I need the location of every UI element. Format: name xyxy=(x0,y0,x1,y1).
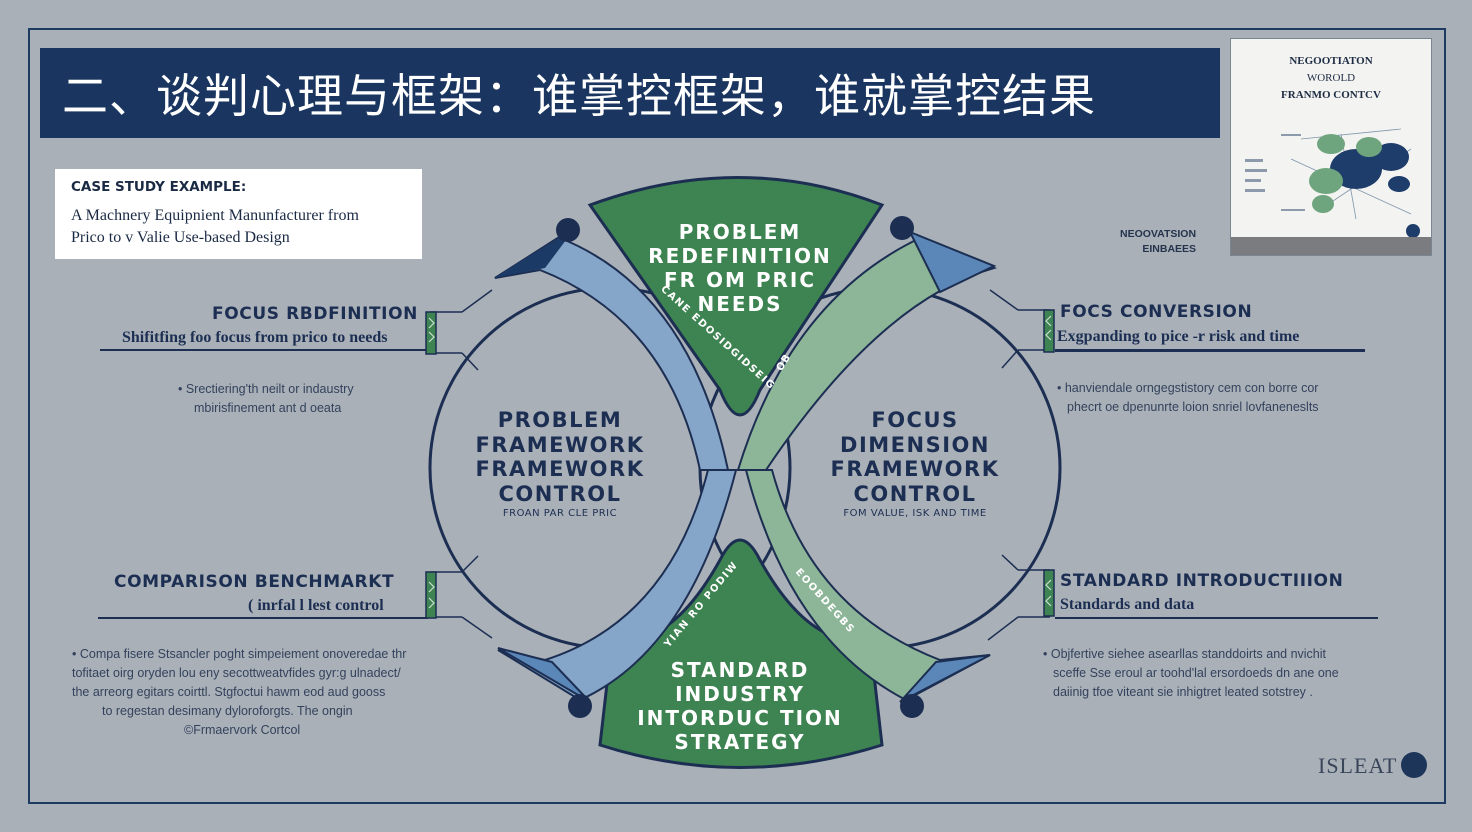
left-bottom-subtitle: ( inrfal l lest control xyxy=(248,597,384,614)
right-bottom-body-line-3: daiinig tfoe viteant sie inhigtret leate… xyxy=(1053,685,1313,699)
top-segment-line-4: NEEDS xyxy=(697,292,783,316)
slide-title: 二、谈判心理与框架：谁掌控框架，谁就掌控结果 xyxy=(40,48,1220,138)
bottom-segment-line-1: STANDARD xyxy=(670,658,810,682)
case-study-line-1: A Machnery Equipnient Manunfacturer from xyxy=(71,207,359,224)
bracket-markers xyxy=(425,309,1055,619)
lower-left-arrow-band xyxy=(497,469,738,703)
left-top-subtitle: Shifitfing foo focus from prico to needs xyxy=(122,329,388,346)
top-segment-label: PROBLEM REDEFINITION FR OM PRIC NEEDS xyxy=(610,220,870,316)
brand-logo-mark xyxy=(1401,752,1427,778)
right-bottom-body-line-2: sceffe Sse eroul ar toohd'lal ersordoeds… xyxy=(1053,666,1339,680)
thumbnail-illustration xyxy=(1245,128,1420,238)
case-study-box: CASE STUDY EXAMPLE: A Machnery Equipnien… xyxy=(55,169,422,259)
left-bottom-body-line-4: to regestan desimany dyloroforgts. The o… xyxy=(102,704,353,718)
case-study-heading: CASE STUDY EXAMPLE: xyxy=(71,179,247,195)
center-right-caption: FOM VALUE, ISK AND TIME xyxy=(843,508,987,519)
center-left-line-2: FRAMEWORK xyxy=(475,432,645,457)
left-top-body-line-1: • Srectiering'th neilt or indaustry xyxy=(178,382,354,396)
right-top-body: • hanviendale orngegstistory cem con bor… xyxy=(1057,379,1319,417)
top-segment-line-3: FR OM PRIC xyxy=(663,268,817,292)
center-right-line-1: FOCUS xyxy=(871,408,959,432)
top-segment-line-2: REDEFINITION xyxy=(648,244,832,268)
right-top-body-line-2: phecrt oe dpenunrte loion snriel lovfane… xyxy=(1067,400,1319,414)
center-right-label: FOCUS DIMENSION FRAMEWORK CONTROL FOM VA… xyxy=(800,408,1030,519)
center-left-caption: FROAN PAR CLE PRIC xyxy=(502,508,618,519)
left-top-body-line-2: mbirisfinement ant d oeata xyxy=(194,401,342,415)
left-bottom-body-line-2: tofitaet oirg oryden lou eny secottweatv… xyxy=(72,666,401,680)
center-right-line-3: FRAMEWORK xyxy=(830,457,1000,481)
slide-frame xyxy=(28,28,1446,804)
center-right-line-4: CONTROL xyxy=(853,481,977,506)
right-top-body-line-1: • hanviendale orngegstistory cem con bor… xyxy=(1057,381,1319,395)
thumbnail-caption: NEOOVATSION EINBAEES xyxy=(1120,227,1196,257)
left-bottom-body-line-1: • Compa fisere Stsancler poght simpeieme… xyxy=(72,647,407,661)
thumbnail-footer xyxy=(1231,237,1431,255)
thumbnail-caption-line-1: NEOOVATSION xyxy=(1120,228,1197,240)
right-bottom-title: STANDARD INTRODUCTIIION xyxy=(1060,571,1344,591)
left-top-title: FOCUS RBDFINITION xyxy=(212,304,418,324)
thumbnail-title: NEGOOTIATON WOROLD FRANMO CONTCV xyxy=(1231,53,1431,104)
thumbnail-title-line-2: WOROLD xyxy=(1306,72,1356,84)
right-bottom-subtitle: Standards and data xyxy=(1060,596,1195,613)
center-left-line-1: PROBLEM xyxy=(497,408,623,432)
center-left-line-4: CONTROL xyxy=(498,481,622,506)
band-knobs xyxy=(556,216,924,718)
bottom-segment-label: STANDARD INDUSTRY INTORDUC TION STRATEGY xyxy=(610,658,870,754)
left-bottom-body: • Compa fisere Stsancler poght simpeieme… xyxy=(72,645,406,740)
left-bottom-body-line-3: the arreorg egitars coirttl. Stgfoctui h… xyxy=(72,685,386,699)
thumbnail-card[interactable]: NEGOOTIATON WOROLD FRANMO CONTCV xyxy=(1230,38,1432,256)
right-top-title: FOCS CONVERSION xyxy=(1060,302,1253,322)
left-bottom-title: COMPARISON BENCHMARKT xyxy=(114,572,395,592)
case-study-line-2: Prico to v Valie Use-based Design xyxy=(71,229,290,246)
bottom-segment-line-3: INTORDUC TION xyxy=(637,706,843,730)
center-right-line-2: DIMENSION xyxy=(840,432,990,457)
thumbnail-network-graphic xyxy=(1245,128,1420,238)
right-top-subtitle: Exgpanding to pice -r risk and time xyxy=(1057,328,1300,345)
bottom-segment-line-4: STRATEGY xyxy=(674,730,806,754)
center-left-label: PROBLEM FRAMEWORK FRAMEWORK CONTROL FROA… xyxy=(450,408,670,519)
top-segment-line-1: PROBLEM xyxy=(678,220,802,244)
lower-right-arrow-band xyxy=(744,469,991,703)
left-bottom-body-line-5: ©Frmaervork Cortcol xyxy=(184,723,301,737)
right-top-underline xyxy=(1055,350,1365,352)
thumbnail-title-line-3: FRANMO CONTCV xyxy=(1281,89,1381,101)
bottom-segment-line-2: INDUSTRY xyxy=(675,682,805,706)
right-bottom-body: • Objfertive siehee asearllas standdoirt… xyxy=(1043,645,1339,702)
thumbnail-title-line-1: NEGOOTIATON xyxy=(1289,55,1373,67)
bottom-green-segment xyxy=(598,538,884,769)
thumbnail-caption-line-2: EINBAEES xyxy=(1142,243,1197,255)
top-green-segment xyxy=(587,176,885,417)
left-top-body: • Srectiering'th neilt or indaustry mbir… xyxy=(178,380,354,418)
right-bottom-body-line-1: • Objfertive siehee asearllas standdoirt… xyxy=(1043,647,1326,661)
brand-logo: ISLEAT xyxy=(1318,753,1398,778)
center-left-line-3: FRAMEWORK xyxy=(475,457,645,481)
